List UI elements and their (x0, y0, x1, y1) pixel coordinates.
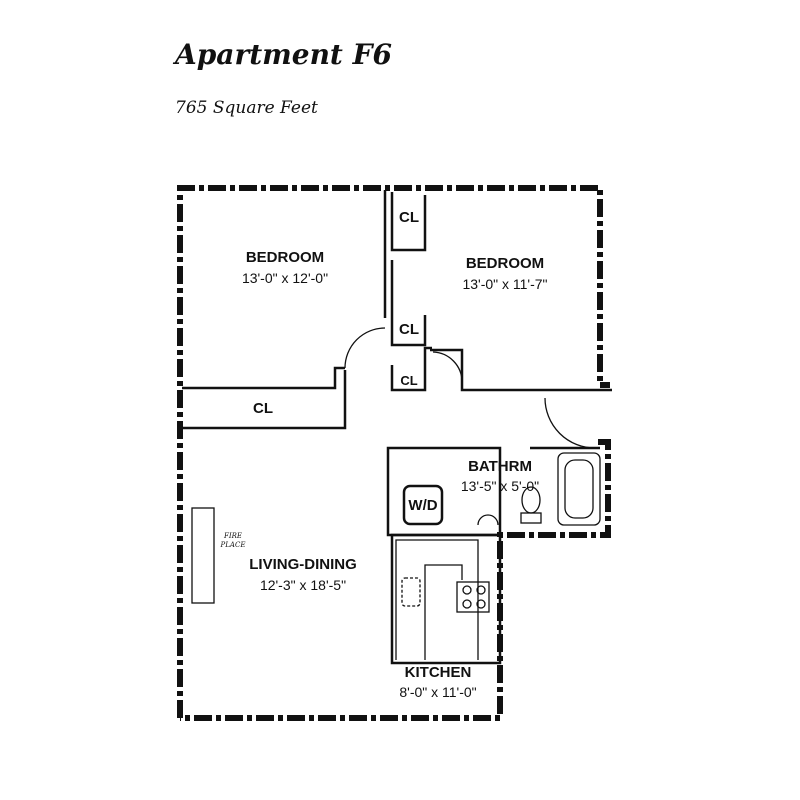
room-dims: 13'-0" x 11'-7" (462, 276, 547, 292)
bathtub (557, 452, 601, 526)
closet-label: CL (400, 373, 417, 388)
room-name: BEDROOM (466, 255, 544, 272)
room-name: BEDROOM (246, 249, 324, 266)
room-dims: 13'-0" x 12'-0" (242, 270, 328, 286)
room-name: LIVING-DINING (249, 556, 357, 573)
kitchen-sink (401, 577, 421, 607)
room-name: BATHRM (468, 458, 532, 475)
closet-label: CL (399, 321, 419, 338)
closet-label: CL (253, 400, 273, 417)
washer-dryer (402, 484, 444, 526)
fireplace-label: FIRE (223, 532, 242, 540)
washer-dryer-label: W/D (408, 497, 437, 514)
kitchen-counter (395, 539, 479, 660)
room-dims: 13'-5" x 5'-0" (461, 478, 539, 494)
room-name: KITCHEN (405, 664, 472, 681)
fireplace (191, 507, 215, 604)
interior-walls (182, 190, 612, 665)
square-footage: 765 Square Feet (175, 98, 318, 118)
closet-label: CL (399, 209, 419, 226)
fixtures: W/D (191, 452, 601, 660)
fireplace-label: PLACE (220, 541, 246, 549)
exterior-walls (177, 185, 611, 721)
stove (456, 581, 490, 613)
room-dims: 12'-3" x 18'-5" (260, 577, 346, 593)
page-title: Apartment F6 (175, 38, 392, 71)
sink (477, 514, 499, 526)
room-dims: 8'-0" x 11'-0" (399, 684, 476, 700)
